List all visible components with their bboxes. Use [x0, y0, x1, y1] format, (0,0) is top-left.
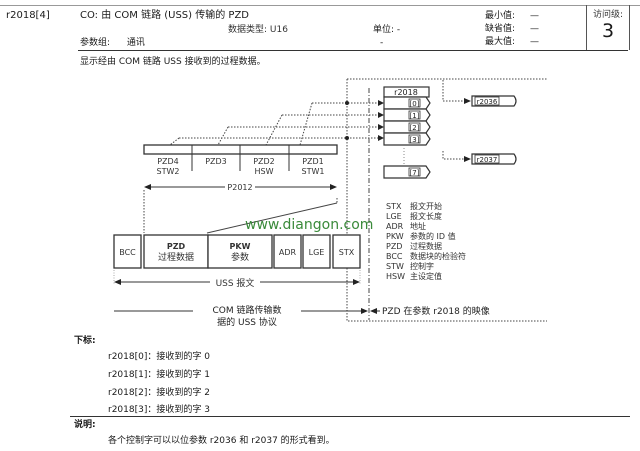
unit-label: 单位: - — [373, 25, 401, 35]
svg-text:STW: STW — [386, 262, 404, 271]
stw2-label: STW2 — [157, 167, 180, 176]
p2012-label: P2012 — [227, 183, 252, 192]
pzd-field-bar: PZD4 STW2 PZD3 PZD2 HSW PZD1 STW1 P2012 — [143, 144, 338, 192]
stw1-label: STW1 — [302, 167, 325, 176]
svg-text:过程数据: 过程数据 — [410, 241, 442, 251]
svg-text:LGE: LGE — [386, 212, 402, 221]
access-level-value: 3 — [601, 20, 615, 42]
output-r2036-label: r2036 — [477, 98, 498, 106]
data-type: 数据类型: U16 — [228, 25, 288, 36]
svg-text:PZD: PZD — [386, 242, 402, 251]
svg-text:BCC: BCC — [386, 252, 403, 261]
param-group-value: 通讯 — [126, 38, 145, 48]
output-r2036: r2036 — [471, 95, 517, 107]
bcc-label: BCC — [119, 248, 136, 257]
svg-text:参数的 ID 值: 参数的 ID 值 — [410, 231, 456, 241]
access-level-box: 访问级: 3 — [586, 5, 630, 50]
param-group-label: 参数组: — [80, 38, 111, 48]
r2018-box: r2018 [0] [1] [2] [3] [7] — [383, 86, 431, 179]
slot-7: [7] — [410, 169, 420, 177]
svg-text:地址: 地址 — [410, 221, 426, 231]
lge-label: LGE — [309, 248, 325, 257]
description-text: 显示经由 COM 链路 USS 接收到的过程数据。 — [80, 57, 266, 67]
unit-extra: - — [380, 38, 384, 48]
index-item: r2018[0]：接收到的字 0 — [108, 352, 210, 362]
adr-label: ADR — [279, 248, 297, 257]
junction-dot — [345, 136, 349, 140]
uss-telegram: BCC PZD 过程数据 PKW 参数 ADR LGE STX USS 报文 — [113, 234, 361, 289]
access-level-label: 访问级: — [592, 10, 624, 20]
pzd-desc: 过程数据 — [158, 251, 194, 263]
pzd-image-label: PZD 在参数 r2018 的映像 — [382, 305, 490, 317]
svg-text:数据块的检验符: 数据块的检验符 — [410, 251, 466, 261]
slot-0: [0] — [410, 100, 420, 108]
param-id: r2018[4] — [6, 10, 50, 21]
output-r2037: r2037 — [471, 153, 517, 165]
max-value: — — [530, 37, 539, 47]
index-item: r2018[1]：接收到的字 1 — [108, 370, 210, 380]
top-rule — [0, 5, 640, 6]
dotted-connectors — [143, 78, 547, 322]
com-label-line1: COM 链路传输数 — [213, 304, 282, 316]
param-title: CO: 由 COM 链路 (USS) 传输的 PZD — [80, 10, 249, 21]
header-rule — [78, 50, 628, 51]
data-type-label: 数据类型: — [228, 25, 268, 35]
r2018-title: r2018 — [394, 88, 418, 97]
watermark: www.diangon.com — [245, 217, 373, 233]
com-label-line2: 据的 USS 协议 — [217, 316, 277, 328]
pkw-desc: 参数 — [231, 251, 249, 263]
pzd4-label: PZD4 — [157, 157, 179, 166]
index-item: r2018[3]：接收到的字 3 — [108, 405, 210, 415]
slot-2: [2] — [410, 124, 420, 132]
svg-text:报文开始: 报文开始 — [410, 201, 442, 211]
index-item: r2018[2]：接收到的字 2 — [108, 388, 210, 398]
pzd-label: PZD — [167, 242, 186, 251]
slot-arrows — [378, 98, 471, 162]
hsw-label: HSW — [254, 167, 273, 176]
svg-text:ADR: ADR — [386, 222, 404, 231]
slot-3: [3] — [410, 136, 420, 144]
svg-text:主设定值: 主设定值 — [410, 271, 442, 281]
junction-dot — [345, 101, 349, 105]
note-text: 各个控制字可以以位参数 r2036 和 r2037 的形式看到。 — [108, 436, 335, 446]
svg-text:STX: STX — [386, 202, 402, 211]
min-value: — — [530, 11, 539, 21]
slot-1: [1] — [410, 112, 420, 120]
svg-text:控制字: 控制字 — [410, 261, 434, 271]
pzd3-label: PZD3 — [205, 157, 227, 166]
abbreviation-legend: STX 报文开始 LGE 报文长度 ADR 地址 PKW 参数的 ID 值 PZ… — [386, 201, 466, 281]
svg-text:报文长度: 报文长度 — [410, 211, 442, 221]
svg-text:HSW: HSW — [386, 272, 405, 281]
svg-text:PKW: PKW — [386, 232, 404, 241]
param-group: 参数组: 通讯 — [80, 38, 145, 49]
output-r2037-label: r2037 — [477, 156, 498, 164]
default-value: — — [530, 24, 539, 34]
uss-telegram-label: USS 报文 — [216, 277, 255, 289]
note-label: 说明: — [74, 420, 96, 430]
pzd2-label: PZD2 — [253, 157, 275, 166]
note-rule — [70, 416, 630, 417]
default-label: 缺省值: — [485, 24, 516, 34]
pkw-label: PKW — [230, 242, 251, 251]
pzd1-label: PZD1 — [302, 157, 324, 166]
stx-label: STX — [339, 248, 355, 257]
index-label: 下标: — [74, 336, 96, 346]
min-label: 最小值: — [485, 11, 516, 21]
max-label: 最大值: — [485, 37, 516, 47]
data-type-value: U16 — [269, 25, 288, 35]
description: 显示经由 COM 链路 USS 接收到的过程数据。 — [80, 57, 266, 68]
